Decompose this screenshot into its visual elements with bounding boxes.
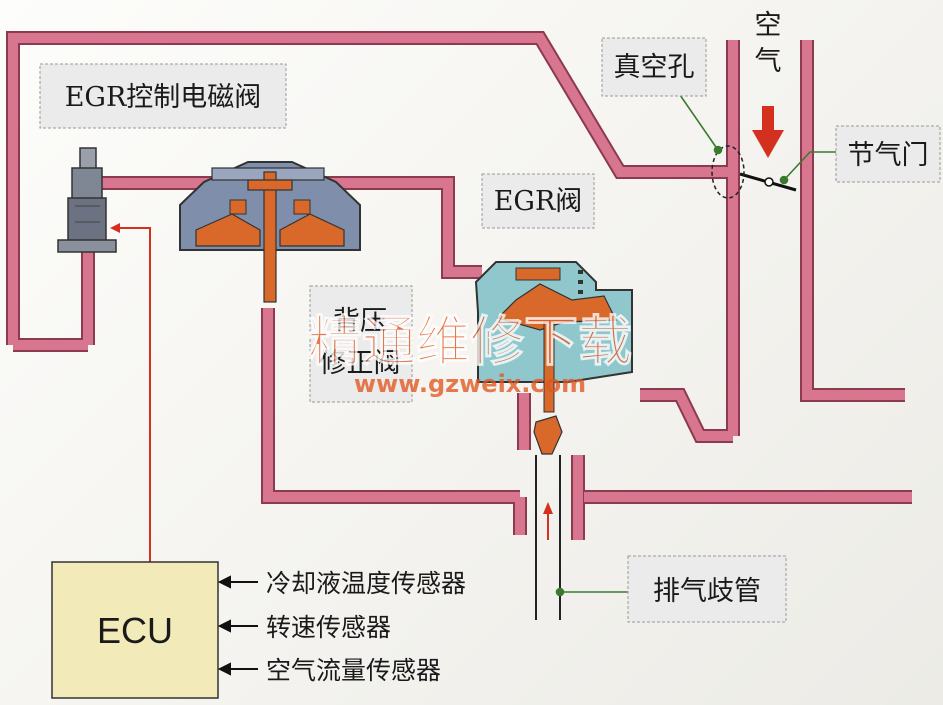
- watermark-url: www.gzweix.com: [354, 370, 586, 398]
- backpressure-modifier-valve: [179, 161, 361, 303]
- sensor-engine-speed: 转速传感器: [266, 613, 391, 642]
- throttle-plate: [739, 172, 797, 192]
- leader-lines: [555, 94, 836, 597]
- air-flow-arrow: [752, 106, 784, 158]
- intake-right-wall: [800, 40, 905, 402]
- air-label-top: 空: [755, 10, 782, 41]
- label-vacuum-hole: 真空孔: [601, 37, 707, 97]
- exhaust-flow-arrow: [543, 502, 553, 540]
- pipes: [6, 31, 912, 620]
- label-backpressure-valve: 背压 修正阀: [309, 285, 413, 403]
- throttle-label: 节气门: [848, 140, 929, 171]
- egr-valve-label: EGR阀: [494, 186, 583, 217]
- vacuum-port-marker: [711, 145, 745, 199]
- sensor-arrows: [217, 575, 258, 676]
- air-label-bottom: 气: [755, 46, 782, 77]
- egr-solenoid-valve: [57, 147, 117, 253]
- sensor-air-flow: 空气流量传感器: [266, 656, 441, 685]
- backpressure-label-bottom: 修正阀: [320, 348, 401, 379]
- egr-valve-body: [474, 261, 633, 455]
- ecu-box: ECU: [51, 561, 219, 699]
- label-egr-solenoid: EGR控制电磁阀: [39, 63, 287, 129]
- ecu-signal-line: [110, 223, 151, 562]
- watermark-cn: 精通维修下载: [308, 309, 632, 373]
- exhaust-manifold-label: 排气歧管: [653, 576, 761, 607]
- backpressure-label-top: 背压: [333, 306, 387, 337]
- ecu-label: ECU: [97, 610, 173, 651]
- sensor-coolant-temp: 冷却液温度传感器: [266, 569, 466, 598]
- label-egr-valve: EGR阀: [481, 173, 595, 229]
- label-air: 空 气: [755, 10, 782, 77]
- vacuum-hole-label: 真空孔: [614, 52, 695, 83]
- sensor-inputs: 冷却液温度传感器 转速传感器 空气流量传感器: [217, 569, 466, 685]
- watermark: 精通维修下载 www.gzweix.com: [308, 309, 633, 399]
- label-exhaust-manifold: 排气歧管: [627, 555, 787, 623]
- egr-solenoid-label: EGR控制电磁阀: [65, 82, 262, 113]
- label-throttle: 节气门: [835, 125, 941, 183]
